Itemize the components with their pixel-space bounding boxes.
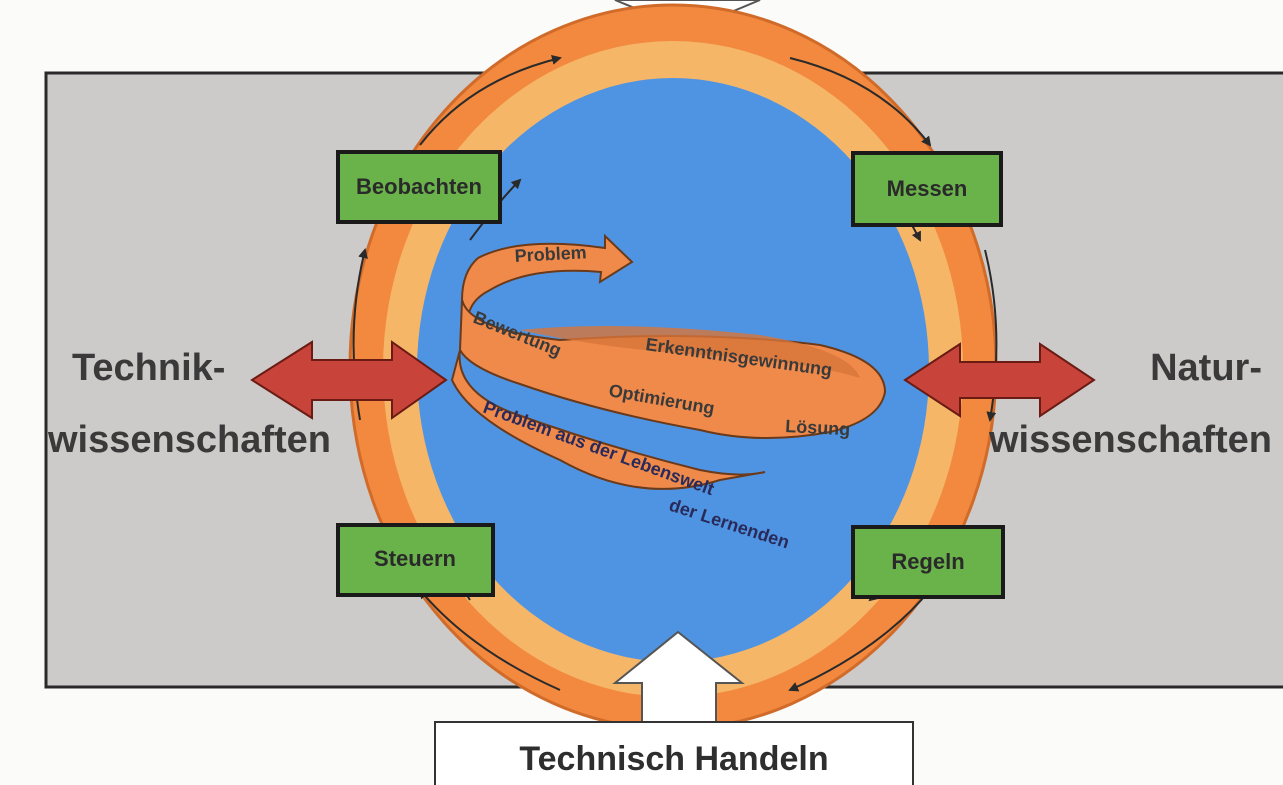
box-regeln <box>851 525 1005 599</box>
bottom-up-arrow-icon <box>612 630 745 723</box>
right-label-line1: Natur- <box>1150 347 1262 389</box>
spiral-label-loesung: Lösung <box>785 416 851 439</box>
left-double-arrow-icon <box>250 340 448 420</box>
spiral-band <box>450 233 887 490</box>
box-regeln-label: Regeln <box>891 549 964 574</box>
bottom-label-box <box>434 721 914 785</box>
left-label-line2: wissenschaften <box>47 419 331 461</box>
box-messen-label: Messen <box>887 176 968 201</box>
box-beobachten <box>336 150 502 224</box>
right-double-arrow-icon <box>903 342 1096 418</box>
box-steuern-label: Steuern <box>374 546 456 571</box>
bottom-label: Technisch Handeln <box>519 740 828 778</box>
spiral-label-problem: Problem <box>514 242 587 266</box>
box-messen <box>851 151 1003 227</box>
box-steuern <box>336 523 495 597</box>
right-label-line2: wissenschaften <box>988 419 1272 461</box>
box-beobachten-label: Beobachten <box>356 174 482 199</box>
left-label-line1: Technik- <box>72 347 225 389</box>
